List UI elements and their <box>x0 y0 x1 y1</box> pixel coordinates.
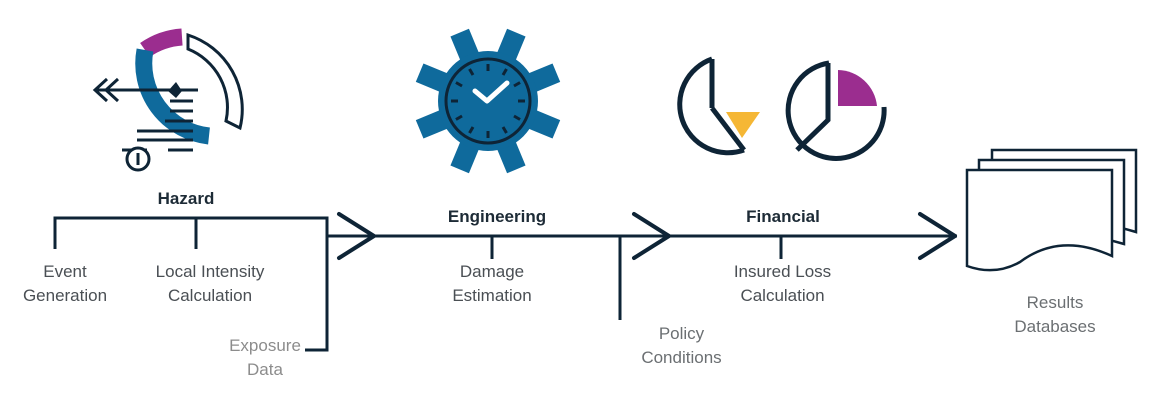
chevron-arrows <box>337 212 957 260</box>
hazard-title: Hazard <box>157 189 215 208</box>
clock-tick <box>468 68 475 76</box>
hazard-bracket-line <box>53 216 329 352</box>
chevron-right-icon <box>918 212 957 260</box>
chevron-right-icon <box>337 212 376 260</box>
clock-tick <box>501 68 508 76</box>
engineering-title: Engineering <box>447 207 547 226</box>
hazard-target-chart-icon <box>92 28 244 172</box>
insured-loss-label: Insured Loss Calculation <box>733 262 832 305</box>
results-databases-label: Results Databases <box>1014 293 1096 336</box>
clock-tick <box>455 81 463 88</box>
clock-tick <box>501 126 508 134</box>
financial-title: Financial <box>746 207 820 226</box>
financial-pie-charts-icon <box>677 56 887 161</box>
engineering-gear-clock-icon <box>415 28 561 174</box>
policy-conditions-label: Policy Conditions <box>641 324 722 367</box>
clock-tick <box>455 114 463 121</box>
clock-tick <box>513 114 521 121</box>
event-generation-label: Event Generation <box>22 262 108 305</box>
local-intensity-label: Local Intensity Calculation <box>155 262 265 305</box>
clock-tick <box>513 81 521 88</box>
flow-arrow-line <box>327 234 957 320</box>
exposure-data-label: Exposure Data <box>229 336 301 379</box>
clock-tick <box>468 126 475 134</box>
chevron-right-icon <box>632 212 671 260</box>
damage-estimation-label: Damage Estimation <box>452 262 532 305</box>
results-documents-icon <box>965 148 1138 272</box>
